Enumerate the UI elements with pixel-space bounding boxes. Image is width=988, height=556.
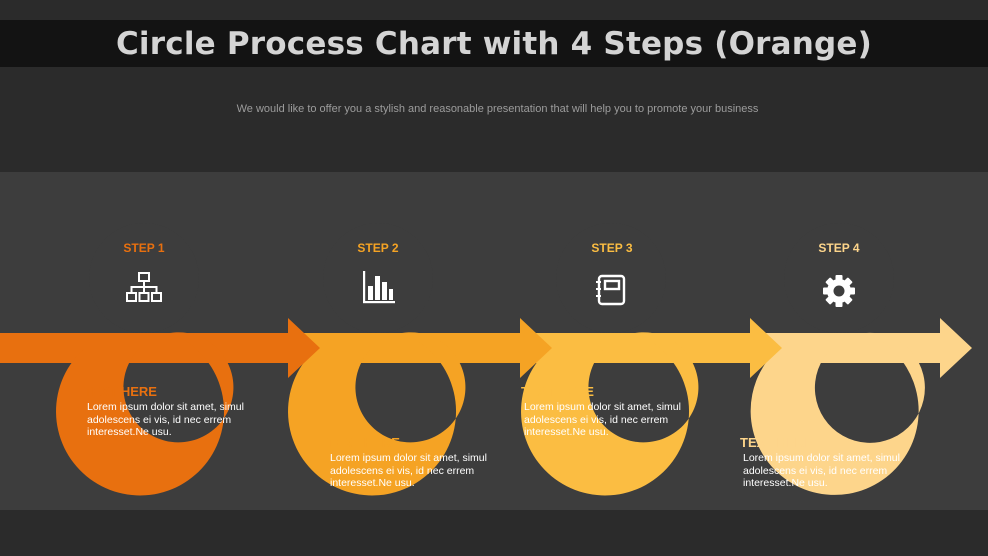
step-4-heading: TEXT HERE [740, 435, 813, 450]
step-4-ring [750, 332, 925, 495]
step-1-body: Lorem ipsum dolor sit amet, simul adoles… [87, 401, 244, 438]
step-2-arrow [300, 318, 552, 378]
gear-icon [823, 275, 855, 307]
step-2-ring [288, 332, 466, 496]
bottom-strip [0, 510, 988, 556]
step-1-label: STEP 1 [123, 241, 165, 255]
step-4-body: Lorem ipsum dolor sit amet, simul adoles… [743, 452, 900, 489]
hierarchy-icon [126, 272, 162, 302]
step-2-body: Lorem ipsum dolor sit amet, simul adoles… [330, 452, 487, 489]
step-3-shape [521, 318, 782, 496]
step-1-inner [89, 223, 199, 333]
step-2-label: STEP 2 [357, 241, 399, 255]
step-3-heading: TEXT HERE [521, 384, 594, 399]
page-title: Circle Process Chart with 4 Steps (Orang… [115, 25, 873, 62]
title-bar: Circle Process Chart with 4 Steps (Orang… [0, 20, 988, 67]
step-1-heading: TEXT HERE [84, 384, 157, 399]
step-4-label: STEP 4 [818, 241, 860, 255]
step-1-text: TEXT HERE Lorem ipsum dolor sit amet, si… [84, 384, 259, 439]
step-1-shape [0, 318, 320, 496]
step-3-arrow [535, 318, 782, 378]
step-3-inner [556, 223, 666, 333]
step-2-shape [288, 318, 552, 496]
step-3-body: Lorem ipsum dolor sit amet, simul adoles… [524, 401, 681, 438]
bar-chart-icon [363, 271, 395, 304]
step-3-text: TEXT HERE Lorem ipsum dolor sit amet, si… [521, 384, 696, 439]
notebook-icon [596, 274, 626, 306]
step-1-ring [56, 332, 234, 496]
step-2-text: TEXT HERE Lorem ipsum dolor sit amet, si… [327, 435, 502, 490]
step-3-ring [521, 332, 699, 496]
step-4-text: TEXT HERE Lorem ipsum dolor sit amet, si… [740, 435, 915, 490]
step-2-heading: TEXT HERE [327, 435, 400, 450]
step-4-shape [750, 318, 972, 495]
page-subtitle: We would like to offer you a stylish and… [236, 103, 759, 115]
step-3-label: STEP 3 [591, 241, 633, 255]
